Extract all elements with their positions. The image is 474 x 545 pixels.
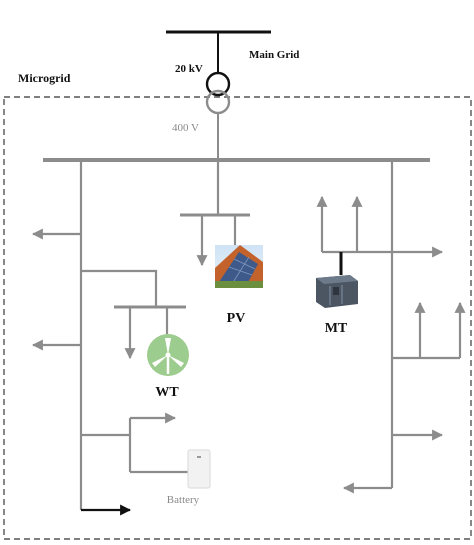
microgrid-label: Microgrid	[18, 71, 71, 85]
main-grid-label: Main Grid	[249, 49, 299, 61]
battery-label: Battery	[167, 494, 200, 506]
transformer-icon	[205, 71, 231, 115]
wind-turbine-icon	[147, 334, 189, 376]
lv-voltage-label: 400 V	[172, 122, 199, 134]
wt-branch-line	[81, 269, 158, 307]
mt-label: MT	[325, 321, 348, 336]
battery-icon	[187, 449, 211, 489]
hv-voltage-label: 20 kV	[175, 63, 203, 75]
solar-panel-icon	[215, 245, 263, 288]
microgrid-boundary	[3, 96, 472, 540]
pv-label: PV	[227, 311, 246, 326]
wt-label: WT	[155, 385, 179, 400]
microturbine-icon	[316, 275, 358, 308]
